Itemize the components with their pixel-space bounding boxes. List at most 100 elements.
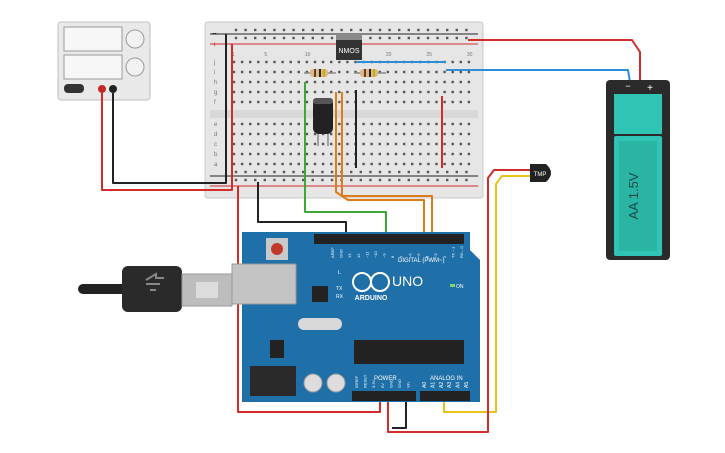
temperature-sensor[interactable]: TMP	[530, 164, 551, 182]
breadboard-hole	[378, 122, 381, 126]
wire-green-signal[interactable]	[304, 82, 387, 236]
power-switch[interactable]	[64, 84, 84, 93]
breadboard-hole	[249, 100, 252, 104]
breadboard-hole	[419, 142, 422, 146]
breadboard-hole	[346, 90, 349, 94]
capacitor[interactable]	[313, 98, 333, 146]
breadboard-hole	[402, 90, 406, 94]
breadboard-hole	[443, 132, 446, 136]
breadboard-hole	[459, 100, 462, 104]
breadboard-hole	[257, 70, 260, 74]
rail-hole	[282, 36, 286, 40]
resistor-1[interactable]	[304, 69, 336, 77]
breadboard-hole	[370, 162, 373, 166]
breadboard-hole	[459, 60, 462, 64]
breadboard-hole	[273, 100, 276, 104]
breadboard-hole	[321, 60, 325, 64]
rail-hole	[273, 36, 276, 40]
rail-hole	[388, 170, 391, 174]
usb-icon	[145, 272, 164, 291]
digital-pin-label: ~11	[364, 251, 369, 258]
breadboard-hole	[330, 60, 333, 64]
breadboard-hole	[240, 122, 244, 126]
breadboard-hole	[265, 122, 268, 126]
battery-pack[interactable]: − + AA 1.5V	[606, 80, 670, 260]
breadboard-hole	[265, 70, 268, 74]
breadboard-hole	[386, 132, 390, 136]
wire-black-gnd[interactable]	[257, 182, 347, 236]
breadboard-hole	[435, 132, 438, 136]
rail-hole	[244, 28, 247, 32]
digital-header	[314, 234, 464, 244]
usb-cable	[78, 266, 233, 312]
breadboard-hole	[265, 60, 268, 64]
power-pin-label: GND	[388, 379, 393, 388]
breadboard-hole	[289, 142, 292, 146]
breadboard-hole	[370, 132, 373, 136]
column-number: 5	[264, 52, 267, 58]
rail-hole	[340, 28, 343, 32]
breadboard-hole	[354, 80, 357, 84]
breadboard-hole	[346, 142, 349, 146]
voltage-knob[interactable]	[125, 29, 145, 49]
rail-hole	[311, 28, 314, 32]
breadboard-hole	[232, 122, 236, 126]
breadboard-hole	[378, 152, 381, 156]
rail-hole	[350, 28, 353, 32]
rail-hole	[359, 178, 362, 182]
wire-red-supply[interactable]	[101, 44, 233, 191]
tmp-label: TMP	[534, 172, 547, 178]
arduino-uno[interactable]: ARDUINO UNO DIGITAL (PWM~) ANALOG IN POW…	[231, 232, 480, 402]
digital-pin-label: AREF	[330, 247, 335, 258]
breadboard-hole	[402, 70, 406, 74]
row-letter: f	[214, 100, 216, 106]
wire-blue-battery[interactable]	[446, 69, 631, 83]
breadboard-hole	[338, 100, 341, 104]
reset-button[interactable]	[271, 243, 283, 255]
on-label: ON	[456, 284, 464, 290]
wire-black-gnd2[interactable]	[392, 402, 407, 429]
rail-hole	[263, 36, 266, 40]
breadboard-hole	[257, 100, 260, 104]
current-knob[interactable]	[125, 57, 145, 77]
breadboard-hole	[232, 132, 236, 136]
digital-pin-label: 8	[390, 255, 395, 258]
breadboard-hole	[281, 132, 284, 136]
breadboard-hole	[273, 152, 276, 156]
nmos-transistor[interactable]: NMOS	[336, 34, 362, 60]
rail-hole	[465, 28, 468, 32]
breadboard-hole	[257, 152, 260, 156]
rail-hole	[455, 170, 458, 174]
rail-hole	[417, 28, 420, 32]
wire-red-sensor[interactable]	[387, 169, 535, 433]
breadboard-hole	[362, 122, 365, 126]
breadboard-hole	[362, 80, 365, 84]
digital-pin-label: 4	[425, 255, 430, 258]
column-number: 30	[467, 52, 473, 58]
breadboard-hole	[362, 152, 365, 156]
resistor-2[interactable]	[354, 69, 386, 77]
column-number: 20	[386, 52, 392, 58]
breadboard-hole	[297, 60, 300, 64]
row-letter: e	[214, 122, 218, 128]
rail-hole	[311, 178, 314, 182]
breadboard-hole	[411, 122, 414, 126]
rx-label: RX	[336, 294, 344, 300]
breadboard-hole	[346, 60, 349, 64]
breadboard-hole	[459, 122, 462, 126]
breadboard-hole	[281, 152, 284, 156]
analog-pin-label: A0	[422, 382, 428, 388]
breadboard-hole	[451, 152, 454, 156]
breadboard-hole	[459, 90, 462, 94]
wire-black-supply[interactable]	[112, 34, 227, 184]
breadboard-hole	[281, 100, 284, 104]
wire-red-battery[interactable]	[468, 39, 641, 82]
analog-pin-label: A4	[456, 382, 462, 388]
breadboard-hole	[281, 60, 284, 64]
rail-hole	[254, 170, 257, 174]
breadboard-hole	[378, 70, 381, 74]
wire-yellow-sensor[interactable]	[443, 175, 535, 413]
breadboard-hole	[313, 60, 317, 64]
dc-power-supply[interactable]	[57, 21, 151, 101]
breadboard-hole	[338, 80, 341, 84]
